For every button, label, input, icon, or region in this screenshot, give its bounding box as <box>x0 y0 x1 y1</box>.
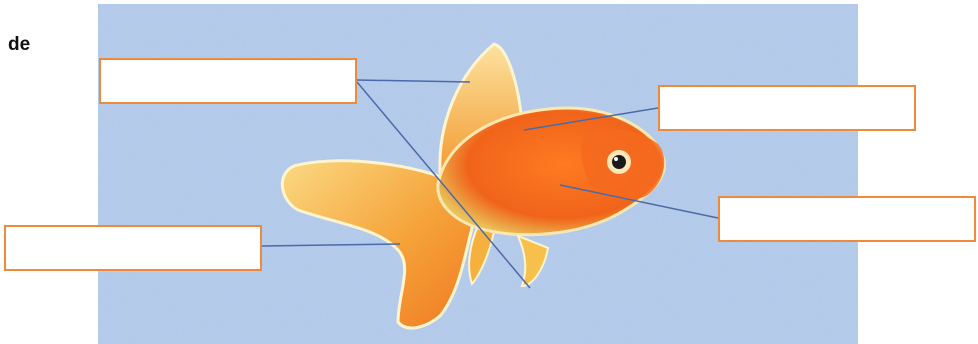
label-box-body-scales[interactable] <box>658 85 916 131</box>
anal-fin-shape <box>469 226 494 284</box>
pelvic-fin-shape <box>518 236 548 286</box>
goldfish-illustration <box>98 4 858 344</box>
label-box-gill-cover[interactable] <box>718 196 976 242</box>
page-label: de <box>8 34 30 56</box>
label-box-tail-fin[interactable] <box>4 225 262 271</box>
label-box-dorsal-fin[interactable] <box>99 58 357 104</box>
goldfish-drawing <box>98 4 858 344</box>
